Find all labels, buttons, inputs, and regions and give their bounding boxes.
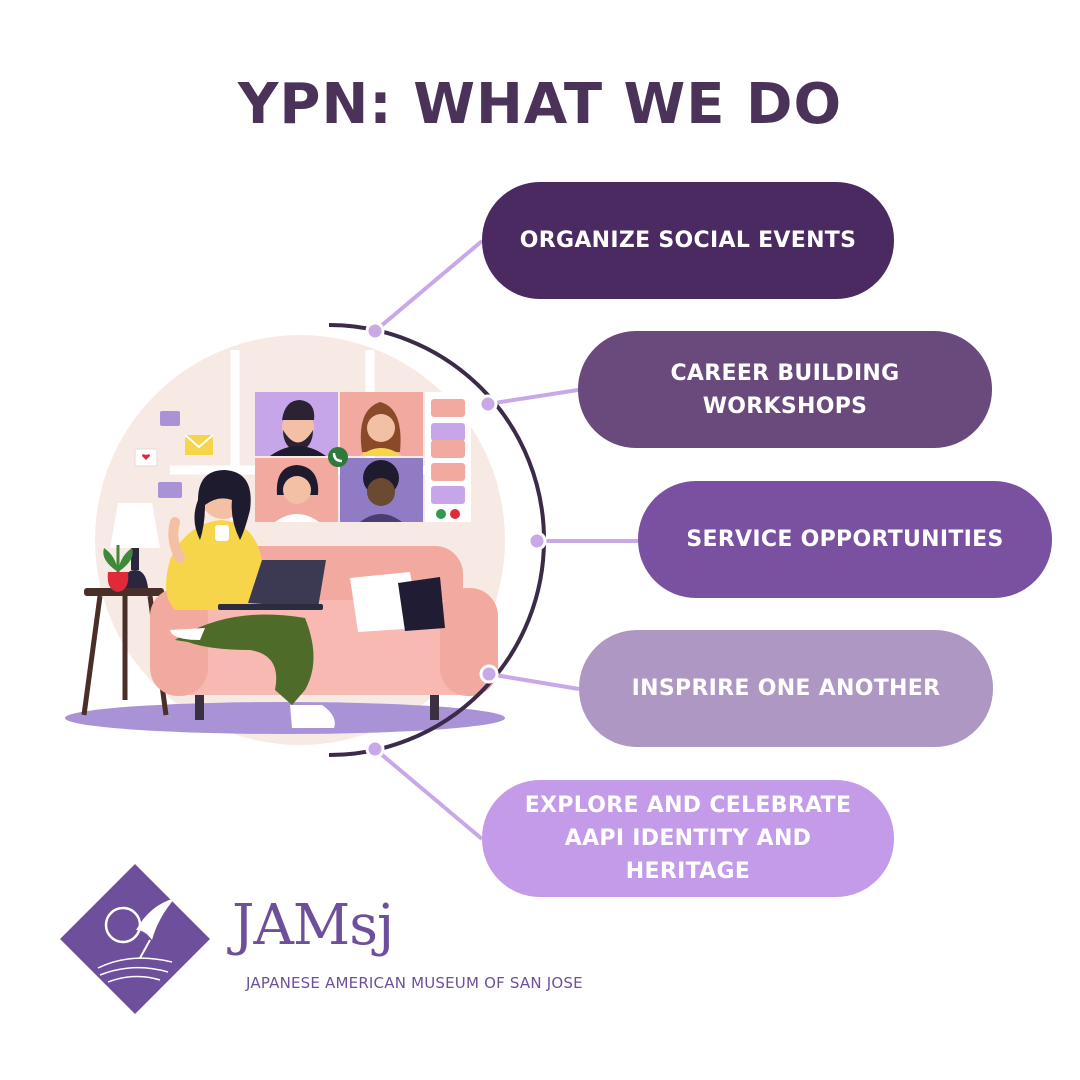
chat-bubble-icon [160, 411, 180, 426]
pill-label: CAREER BUILDING WORKSHOPS [670, 360, 900, 419]
logo-name: JAMsj [232, 893, 394, 958]
pill-label: EXPLORE AND CELEBRATE AAPI IDENTITY AND … [524, 793, 852, 884]
connectors [373, 239, 638, 841]
avatar [360, 402, 402, 456]
pill-career-building-workshops: CAREER BUILDING WORKSHOPS [578, 331, 992, 448]
avatar [270, 400, 326, 456]
logo: JAMsj [232, 898, 394, 954]
chat-bubble-icon [158, 482, 182, 498]
logo-subtitle: JAPANESE AMERICAN MUSEUM OF SAN JOSE [246, 974, 583, 992]
avatar [275, 465, 319, 522]
pill-label: INSPRIRE ONE ANOTHER [631, 676, 941, 701]
video-call-panel [255, 392, 471, 522]
chat-bubble-icon [431, 463, 465, 481]
pill-service-opportunities: SERVICE OPPORTUNITIES [638, 481, 1052, 598]
chat-bubble-icon [431, 399, 465, 417]
page-title: YPN: WHAT WE DO [237, 72, 843, 137]
chat-bubble-icon [431, 486, 465, 504]
lamp-icon [110, 503, 160, 588]
woman-figure [166, 470, 335, 728]
pill-label: ORGANIZE SOCIAL EVENTS [519, 228, 857, 253]
chat-bubble-icon [431, 423, 465, 441]
connector-dots [365, 321, 547, 759]
notification-icons [134, 411, 214, 498]
pill-organize-social-events: ORGANIZE SOCIAL EVENTS [482, 182, 894, 299]
phone-icon [328, 447, 348, 467]
pill-label: SERVICE OPPORTUNITIES [686, 527, 1004, 552]
chat-bubble-icon [431, 440, 465, 458]
plant-icon [103, 545, 133, 592]
pill-inspire-one-another: INSPRIRE ONE ANOTHER [579, 630, 993, 747]
floor-shadow [65, 702, 505, 734]
avatar [360, 460, 402, 522]
pill-explore-aapi-heritage: EXPLORE AND CELEBRATE AAPI IDENTITY AND … [482, 780, 894, 897]
crane-moon-diamond-icon [60, 864, 210, 1014]
